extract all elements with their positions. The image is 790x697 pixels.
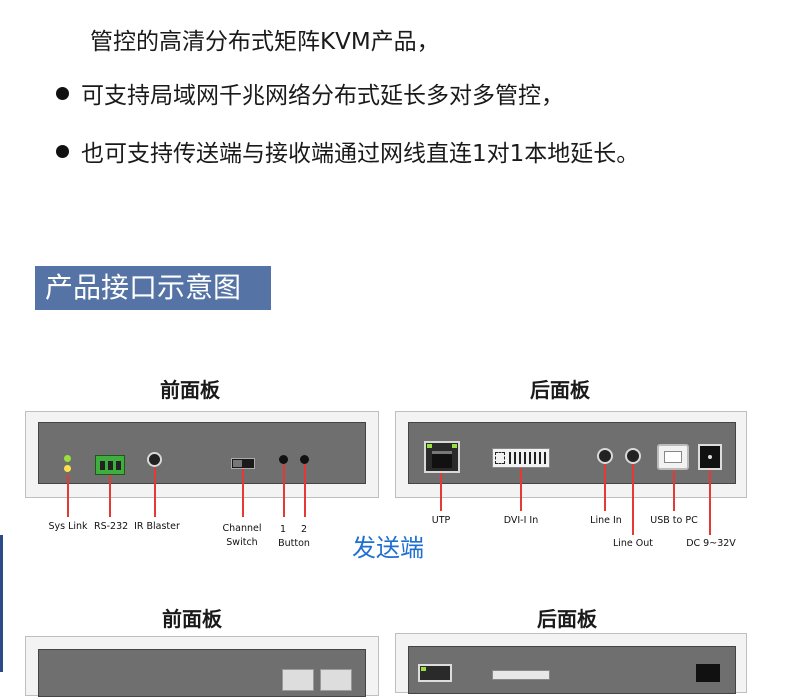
usb-port-icon	[657, 444, 689, 470]
label-channel: Channel	[222, 523, 262, 534]
label-button: Button	[278, 538, 310, 549]
callout-line	[67, 475, 69, 517]
rear-panel-title: 后面板	[530, 378, 590, 402]
callout-line	[304, 464, 306, 517]
label-utp: UTP	[431, 515, 451, 526]
callout-line	[440, 473, 442, 511]
bullet-dot-icon	[56, 86, 69, 100]
bullet-text-1: 可支持局域网千兆网络分布式延长多对多管控，	[81, 83, 564, 109]
callout-line	[520, 468, 522, 511]
front-panel-face-2	[38, 649, 366, 697]
sender-label: 发送端	[352, 534, 424, 562]
callout-line	[283, 464, 285, 517]
front-panel-device-2	[25, 636, 379, 697]
section-title: 产品接口示意图	[35, 266, 271, 310]
sys-link-led-icon	[64, 465, 71, 472]
label-usb-to-pc: USB to PC	[650, 515, 698, 526]
callout-line	[154, 467, 156, 517]
utp-port-icon	[424, 441, 460, 473]
callout-line	[109, 475, 111, 517]
bullet-dot-icon	[56, 144, 69, 158]
line-out-port-icon	[625, 448, 641, 464]
callout-line	[242, 469, 244, 517]
front-panel-title: 前面板	[160, 378, 220, 402]
bullet-item-1: 可支持局域网千兆网络分布式延长多对多管控，	[56, 76, 564, 110]
bullet-text-2: 也可支持传送端与接收端通过网线直连1对1本地延长。	[81, 141, 640, 167]
left-edge-bar	[0, 535, 3, 672]
button-1-icon	[279, 455, 288, 464]
rear-panel-title-2: 后面板	[537, 607, 597, 631]
line-in-port-icon	[597, 448, 613, 464]
sys-link-led-icon	[64, 455, 71, 462]
callout-line	[632, 464, 634, 535]
rear-panel-face-2	[408, 646, 736, 694]
label-dvi-in: DVI-I In	[503, 515, 539, 526]
bullet-item-2: 也可支持传送端与接收端通过网线直连1对1本地延长。	[56, 134, 639, 168]
rear-panel-device-2	[395, 633, 747, 694]
label-button-1: 1	[279, 524, 287, 535]
label-line-in: Line In	[590, 515, 622, 526]
channel-switch-icon	[231, 458, 255, 469]
label-ir-blaster: IR Blaster	[134, 521, 180, 532]
intro-text: 管控的高清分布式矩阵KVM产品，	[90, 29, 440, 55]
label-button-2: 2	[300, 524, 308, 535]
label-rs232: RS-232	[94, 521, 129, 532]
rs232-connector-icon	[95, 455, 125, 475]
ir-blaster-port-icon	[147, 452, 162, 467]
callout-line	[709, 470, 711, 535]
dvi-port-icon	[492, 448, 550, 468]
button-2-icon	[300, 455, 309, 464]
dc-power-port-icon	[698, 444, 722, 470]
label-sys-link: Sys Link	[48, 521, 88, 532]
callout-line	[673, 470, 675, 511]
label-line-out: Line Out	[612, 538, 654, 549]
front-panel-title-2: 前面板	[162, 607, 222, 631]
label-dc-power: DC 9~32V	[686, 538, 736, 549]
front-panel-face	[38, 422, 366, 484]
callout-line	[604, 464, 606, 511]
front-panel-device	[25, 411, 379, 498]
label-switch: Switch	[226, 537, 258, 548]
